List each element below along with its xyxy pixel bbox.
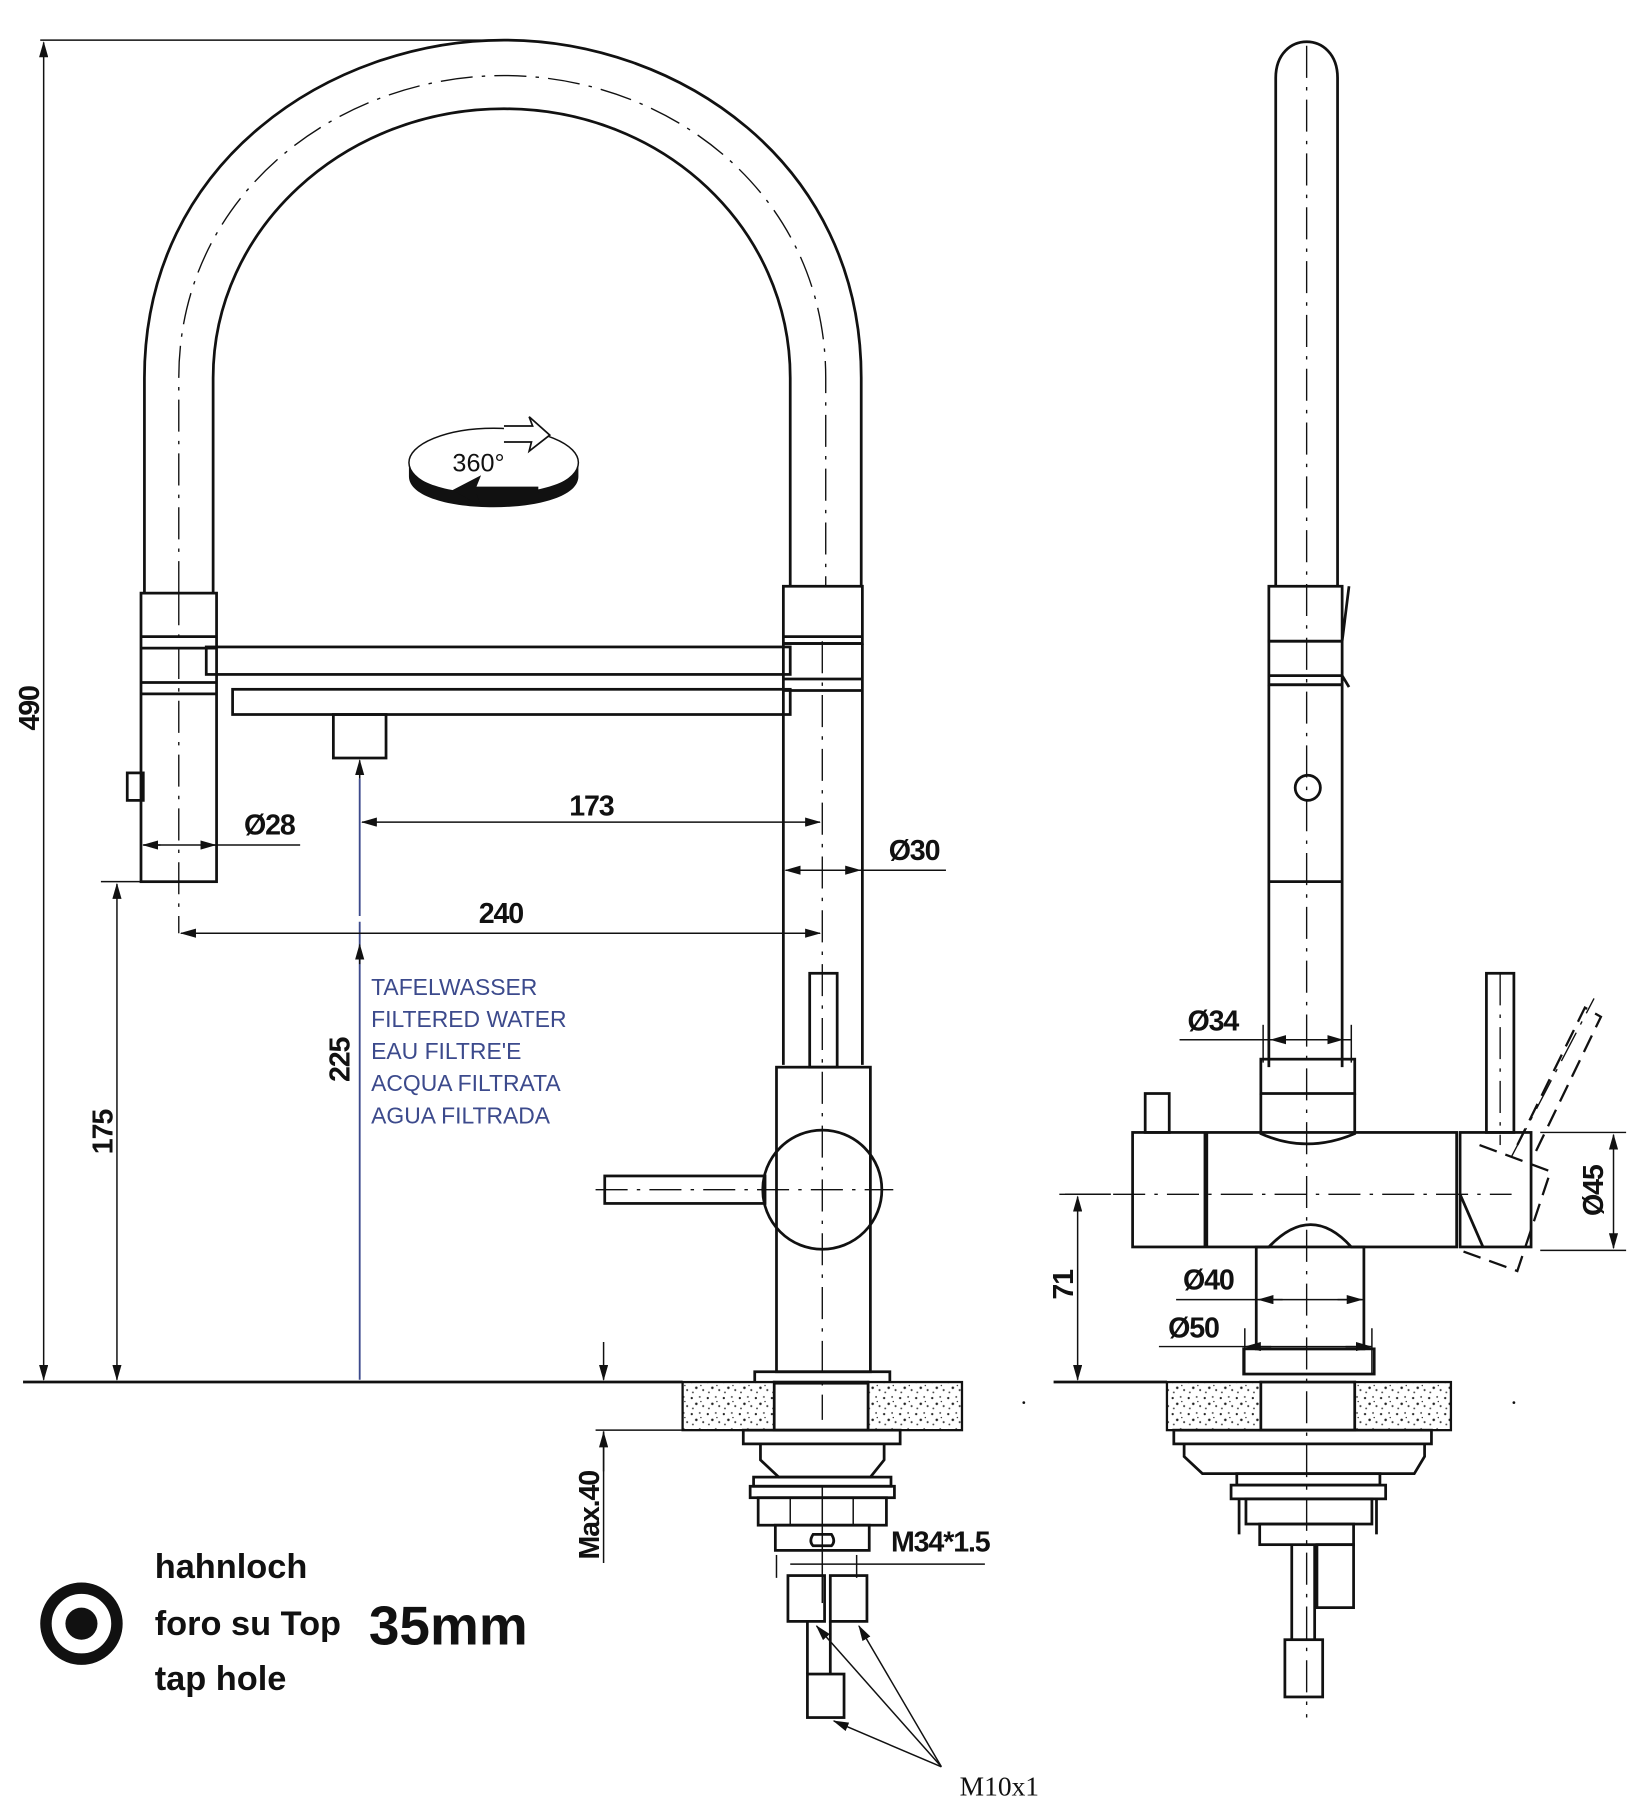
spout-outer — [143, 38, 863, 594]
side-view: Ø34 Ø45 Ø40 Ø50 71 — [1022, 40, 1627, 1718]
dim-dia-spray: Ø28 — [244, 810, 296, 842]
spout-centerline — [178, 74, 827, 594]
dim-thread: M34*1.5 — [891, 1527, 991, 1559]
dim-dia-body: Ø30 — [889, 835, 940, 867]
dim-dia-spout: Ø34 — [1188, 1006, 1240, 1038]
front-view: 360° — [14, 38, 1039, 1800]
dim-dia-base: Ø40 — [1183, 1264, 1234, 1296]
side-filter-knob — [1143, 1092, 1171, 1134]
tap-hole-label-de: hahnloch — [155, 1548, 308, 1586]
filter-lever — [808, 971, 839, 1069]
hose-center — [806, 1672, 846, 1719]
side-hose-end — [1283, 1638, 1325, 1699]
dim-dia-flange: Ø50 — [1168, 1312, 1219, 1344]
dim-axis-height: 71 — [1048, 1269, 1080, 1300]
spray-button — [125, 771, 145, 802]
side-spray-button — [1293, 773, 1322, 802]
hose-right — [828, 1574, 869, 1623]
filtered-outlet — [331, 713, 388, 760]
dim-reach-outer: 240 — [479, 898, 524, 930]
dim-hose-thread: M10x1 — [960, 1771, 1039, 1800]
water-label: FILTERED WATER — [371, 1006, 566, 1032]
water-label: AGUA FILTRADA — [371, 1102, 551, 1128]
water-label: ACQUA FILTRATA — [371, 1070, 561, 1096]
dim-max-thickness: Max.40 — [574, 1471, 606, 1560]
dim-outlet-height: 225 — [324, 1037, 356, 1083]
rotation-label: 360° — [452, 450, 504, 478]
tap-hole-label-en: tap hole — [155, 1660, 287, 1698]
tap-hole-label-it: foro su Top — [155, 1605, 341, 1643]
dim-spray-height: 175 — [87, 1109, 119, 1155]
filtered-water-labels: TAFELWASSER FILTERED WATER EAU FILTRE'E … — [371, 974, 566, 1128]
spout-arm-lower — [231, 687, 792, 716]
rotate-360-icon: 360° — [408, 416, 580, 508]
water-label: TAFELWASSER — [371, 974, 537, 1000]
hose-left — [786, 1574, 826, 1623]
dim-reach-inner: 173 — [569, 790, 614, 822]
spout-inner — [211, 107, 792, 594]
spout-arm-upper — [204, 645, 792, 676]
tap-hole-size: 35mm — [369, 1594, 528, 1656]
water-label: EAU FILTRE'E — [371, 1038, 521, 1064]
mixer-lever — [603, 1174, 767, 1205]
tap-hole-note: hahnloch foro su Top tap hole 35mm — [40, 1548, 528, 1698]
dim-dia-handle: Ø45 — [1578, 1164, 1610, 1216]
side-spout — [1274, 40, 1339, 587]
tap-hole-icon — [40, 1582, 123, 1665]
dim-total-height: 490 — [14, 686, 46, 731]
